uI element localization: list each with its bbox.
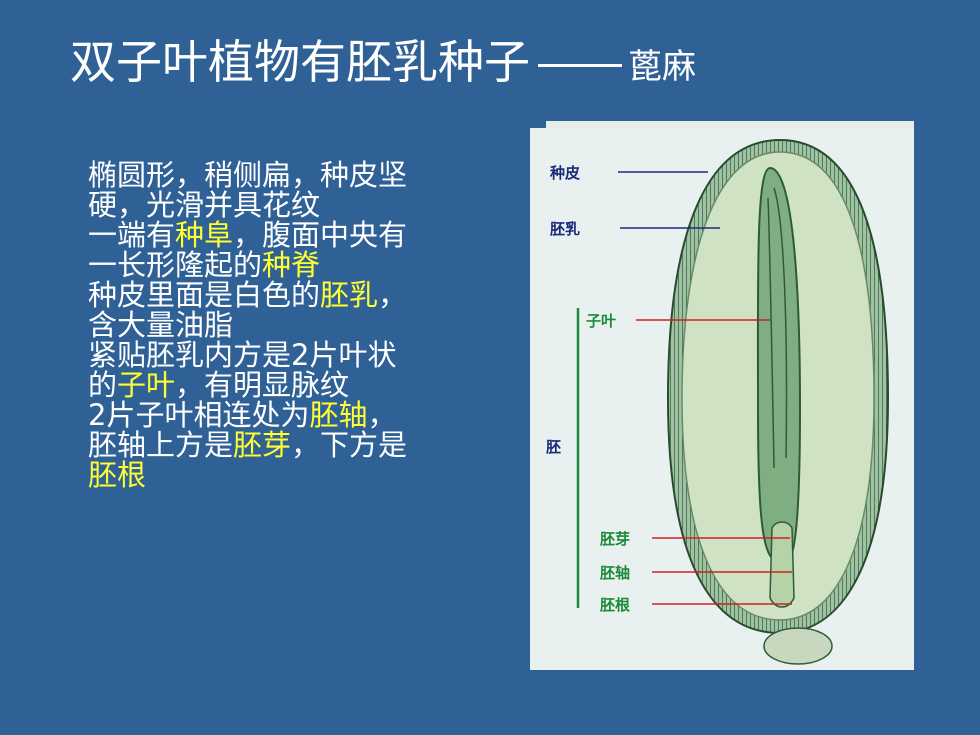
- text-segment: 硬，光滑并具花纹: [88, 188, 321, 222]
- figure-top-strip: [546, 121, 914, 129]
- label-plumule: 胚芽: [600, 530, 631, 548]
- text-segment: 紧贴胚乳内方是2片叶状: [88, 338, 397, 372]
- text-segment: 2片子叶相连处为: [88, 398, 310, 432]
- text-line: 种皮里面是白色的胚乳，: [88, 280, 528, 310]
- label-seed-coat: 种皮: [550, 164, 581, 182]
- text-segment: ，下方是: [291, 428, 408, 462]
- label-cotyledon: 子叶: [586, 312, 617, 330]
- seed-illustration: [576, 138, 890, 665]
- highlight-term: 胚根: [88, 458, 147, 492]
- text-segment: ，腹面中央有: [233, 218, 408, 252]
- label-hypocotyl: 胚轴: [600, 564, 631, 582]
- text-segment: ，: [378, 278, 408, 312]
- text-line: 一长形隆起的种脊: [88, 250, 528, 280]
- text-line: 椭圆形，稍侧扁，种皮坚: [88, 160, 528, 190]
- highlight-term: 种阜: [175, 218, 234, 252]
- text-line: 含大量油脂: [88, 310, 528, 340]
- highlight-term: 胚乳: [320, 278, 379, 312]
- label-radicle: 胚根: [600, 596, 631, 614]
- highlight-term: 胚芽: [233, 428, 292, 462]
- text-line: 胚轴上方是胚芽，下方是: [88, 430, 528, 460]
- text-line: 的子叶，有明显脉纹: [88, 370, 528, 400]
- label-embryo: 胚: [546, 438, 562, 456]
- highlight-term: 胚轴: [309, 398, 368, 432]
- text-line: 胚根: [88, 460, 528, 490]
- highlight-term: 子叶: [117, 368, 176, 402]
- caruncle-shape: [763, 627, 833, 665]
- text-segment: 椭圆形，稍侧扁，种皮坚: [88, 158, 408, 192]
- text-segment: 含大量油脂: [88, 308, 234, 342]
- text-line: 2片子叶相连处为胚轴，: [88, 400, 528, 430]
- label-endosperm: 胚乳: [550, 220, 581, 238]
- text-segment: 的: [88, 368, 118, 402]
- text-segment: 一端有: [88, 218, 176, 252]
- text-line: 一端有种阜，腹面中央有: [88, 220, 528, 250]
- text-segment: 胚轴上方是: [88, 428, 234, 462]
- text-line: 硬，光滑并具花纹: [88, 190, 528, 220]
- title-subtitle: 蓖麻: [628, 47, 696, 87]
- radicle-shape: [769, 521, 795, 608]
- description-text: 椭圆形，稍侧扁，种皮坚硬，光滑并具花纹一端有种阜，腹面中央有一长形隆起的种脊种皮…: [88, 160, 528, 490]
- title-dash: [538, 64, 622, 67]
- text-segment: 种皮里面是白色的: [88, 278, 321, 312]
- highlight-term: 种脊: [262, 248, 321, 282]
- text-segment: ，有明显脉纹: [175, 368, 350, 402]
- text-segment: 一长形隆起的: [88, 248, 263, 282]
- seed-diagram: 种皮 胚乳 子叶 胚 胚芽 胚轴 胚根: [530, 128, 914, 670]
- text-line: 紧贴胚乳内方是2片叶状: [88, 340, 528, 370]
- text-segment: ，: [367, 398, 397, 432]
- slide-title: 双子叶植物有胚乳种子 蓖麻: [70, 32, 696, 97]
- title-main: 双子叶植物有胚乳种子: [70, 35, 530, 89]
